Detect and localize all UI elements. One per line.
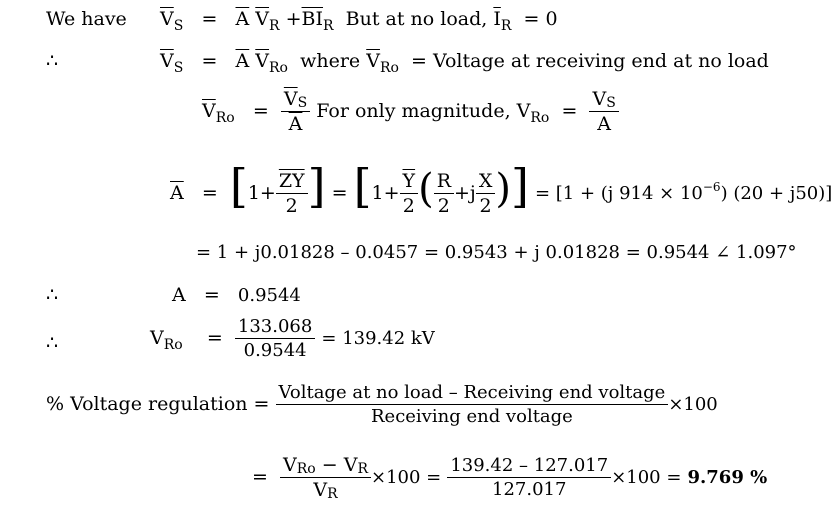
no-load-text: But at no load, — [345, 8, 488, 30]
eq-line-1-math: VS = A VR +BIR But at no load, IR = 0 — [160, 8, 558, 34]
eq-line-6: A = 0.9544 — [172, 284, 301, 306]
eq-line-4: A = [1+ ZY 2 ] = [1+ Y 2 ( R 2 +j X 2 )]… — [170, 159, 832, 217]
regulation-label: % Voltage regulation = — [46, 393, 270, 415]
vr-ratio-fraction: VRo − VR VR — [280, 456, 372, 501]
b-var: B — [301, 8, 316, 30]
eq-line-7: VRo = 133.068 0.9544 = 139.42 kV — [150, 316, 435, 361]
a-var: A — [235, 8, 250, 30]
vro-result: = 139.42 kV — [321, 328, 435, 349]
vs-over-a-magnitude: VS A — [589, 90, 619, 134]
regulation-fraction: Voltage at no load – Receiving end volta… — [275, 384, 669, 426]
x-over-2-fraction: X 2 — [475, 172, 496, 216]
eq-line-9: = VRo − VR VR ×100 = 139.42 – 127.017 12… — [252, 454, 768, 502]
therefore-3: ∴ — [46, 332, 59, 354]
eq-line-2: VS = A VRo where VRo = Voltage at receiv… — [160, 50, 769, 76]
zy-over-2-fraction: ZY 2 — [275, 172, 308, 216]
therefore-1: ∴ — [46, 50, 59, 72]
magnitude-text: For only magnitude, — [316, 100, 511, 122]
expansion-text: = [1 + (j 914 × 10−6) (20 + j50)] — [534, 180, 832, 204]
vro-fraction: 133.068 0.9544 — [234, 318, 316, 360]
voltage-desc: = Voltage at receiving end at no load — [411, 50, 769, 72]
numeric-fraction: 139.42 – 127.017 127.017 — [447, 457, 612, 499]
vr-var: V — [255, 8, 270, 30]
vs-over-a-fraction: VS A — [280, 90, 311, 134]
therefore-2: ∴ — [46, 284, 59, 306]
ir-var: I — [315, 8, 324, 30]
regulation-result: 9.769 % — [687, 467, 768, 488]
eq-line-8: % Voltage regulation = Voltage at no loa… — [46, 382, 718, 427]
eq-line-5: = 1 + j0.01828 – 0.0457 = 0.9543 + j 0.0… — [196, 242, 797, 263]
vs-var: V — [160, 8, 174, 30]
eq-line-1: We have — [46, 10, 127, 29]
eq-line-3: VRo = VS A For only magnitude, VRo = VS … — [202, 90, 619, 134]
y-over-2-fraction: Y 2 — [399, 172, 419, 216]
document-page: { "line1": { "we_have": "We have", "V": … — [46, 8, 832, 502]
r-over-2-fraction: R 2 — [433, 172, 454, 216]
we-have-text: We have — [46, 8, 127, 30]
